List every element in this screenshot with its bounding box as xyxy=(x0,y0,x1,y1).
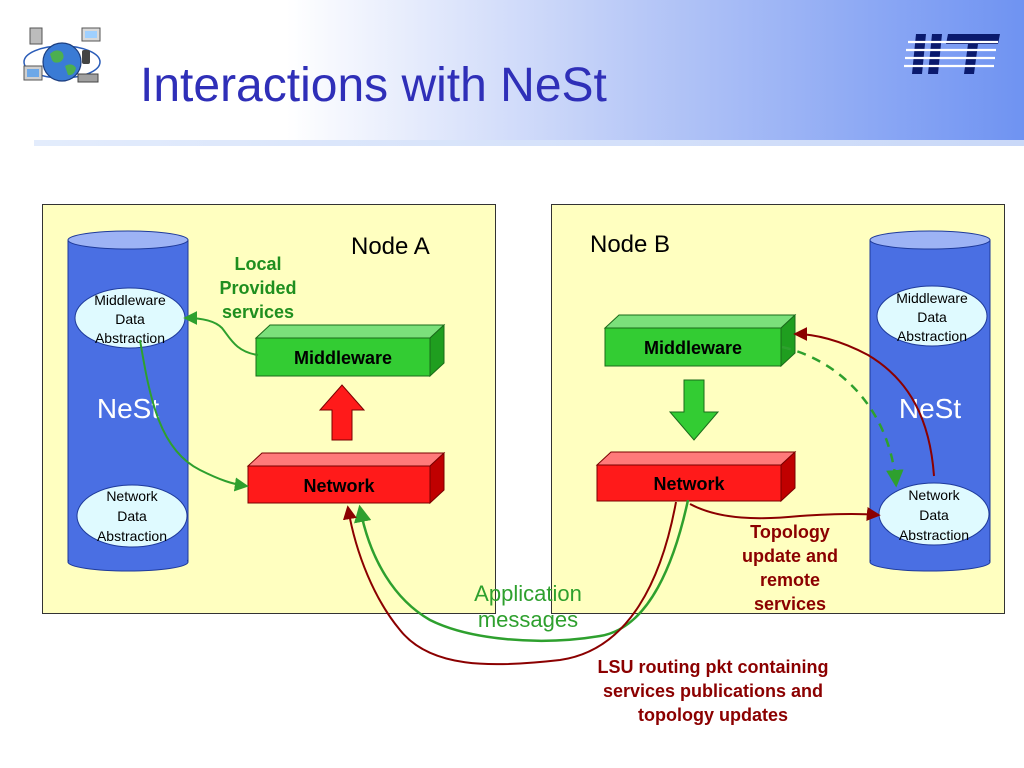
node-b-mw-abs-line3: Abstraction xyxy=(897,328,967,344)
lsu-routing-arrow xyxy=(342,501,677,666)
topology-note: Topology update and remote services xyxy=(725,520,855,616)
node-a-network-block: Network xyxy=(246,451,446,505)
node-b-middleware-label: Middleware xyxy=(644,338,742,358)
application-messages-note: Application messages xyxy=(452,581,604,633)
node-b-label: Node B xyxy=(590,231,671,258)
local-services-line1: Local xyxy=(234,254,282,274)
node-a-up-arrow xyxy=(318,384,366,441)
node-b-mw-abs-line2: Data xyxy=(917,309,947,325)
node-a-middleware-block: Middleware xyxy=(254,323,446,378)
node-a-local-services-arrow xyxy=(183,311,259,356)
node-b-middleware-abstraction: Middleware Data Abstraction xyxy=(876,285,988,347)
topology-note-line1: Topology xyxy=(750,522,830,542)
local-services-line2: Provided xyxy=(219,278,297,298)
node-a-net-abs-line2: Data xyxy=(117,508,147,524)
node-a-abstraction-to-network-arrow xyxy=(139,339,249,492)
node-b-net-abs-line3: Abstraction xyxy=(899,527,969,543)
topology-note-line2: update and xyxy=(741,546,838,566)
local-services-line3: services xyxy=(221,302,295,322)
node-b-down-arrow xyxy=(668,379,720,441)
node-a-net-abs-line1: Network xyxy=(106,488,158,504)
node-a-network-abstraction: Network Data Abstraction xyxy=(76,484,188,548)
node-a-net-abs-line3: Abstraction xyxy=(97,528,167,544)
node-b-net-abs-line1: Network xyxy=(908,487,960,503)
header-divider xyxy=(34,140,1024,146)
node-a-mw-abs-line2: Data xyxy=(115,311,145,327)
node-b-abstraction-to-middleware-arrow xyxy=(793,327,935,477)
node-b-topology-update-arrow xyxy=(689,503,881,521)
node-b-nest-label: NeSt xyxy=(899,393,961,424)
globe-computer-clipart xyxy=(23,27,101,83)
node-a-nest-label: NeSt xyxy=(97,393,159,424)
node-a-middleware-abstraction: Middleware Data Abstraction xyxy=(74,287,186,349)
node-b-network-label: Network xyxy=(653,474,725,494)
topology-note-line3: remote xyxy=(759,570,821,590)
application-messages-arrow xyxy=(354,499,690,642)
node-a-middleware-label: Middleware xyxy=(294,348,392,368)
node-a-network-label: Network xyxy=(303,476,375,496)
lsu-note-line1: LSU routing pkt containing xyxy=(597,657,829,677)
iit-logo xyxy=(904,34,1000,74)
lsu-note-line3: topology updates xyxy=(638,705,788,725)
node-b-middleware-to-abstraction-dashed xyxy=(781,345,904,488)
lsu-note: LSU routing pkt containing services publ… xyxy=(567,655,859,727)
lsu-note-line2: services publications and xyxy=(602,681,824,701)
node-a-mw-abs-line1: Middleware xyxy=(94,292,166,308)
node-b-network-block: Network xyxy=(595,450,797,503)
node-a-label: Node A xyxy=(351,233,430,260)
topology-note-line4: services xyxy=(753,594,827,614)
node-a-mw-abs-line3: Abstraction xyxy=(95,330,165,346)
application-messages-line1: Application xyxy=(474,581,582,606)
slide-title: Interactions with NeSt xyxy=(140,59,607,112)
node-b-mw-abs-line1: Middleware xyxy=(896,290,968,306)
node-b-middleware-block: Middleware xyxy=(603,313,797,368)
node-b-network-abstraction: Network Data Abstraction xyxy=(878,482,990,546)
node-b-net-abs-line2: Data xyxy=(919,507,949,523)
header-band xyxy=(0,0,1024,146)
application-messages-line2: messages xyxy=(477,607,579,632)
local-services-note: Local Provided services xyxy=(206,252,310,324)
